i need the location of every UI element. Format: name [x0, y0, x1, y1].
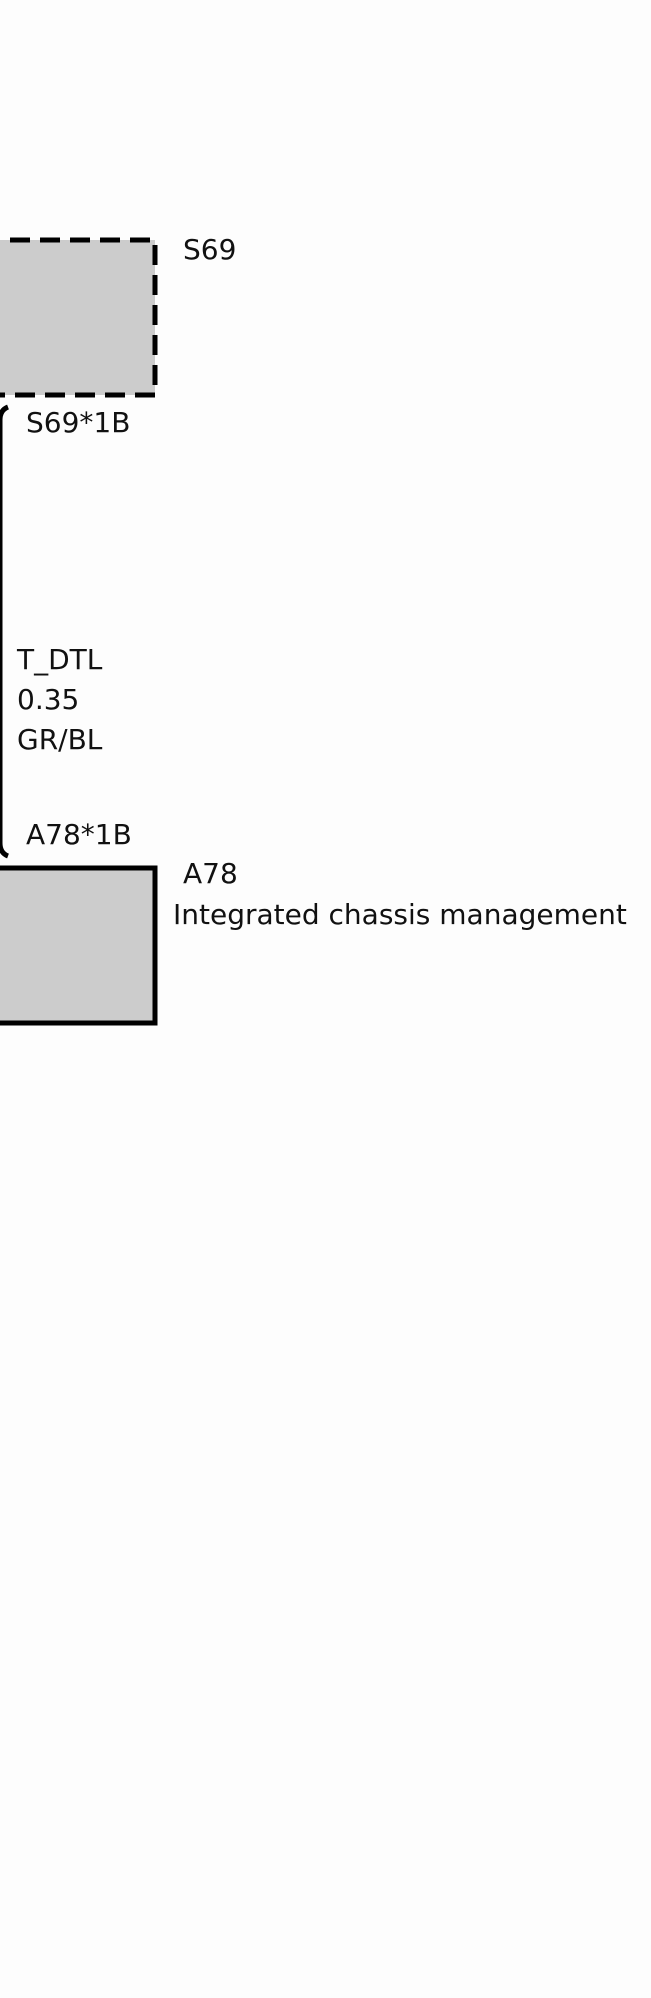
component-label-a78: A78: [183, 857, 238, 890]
connector-label-s69-1b: S69*1B: [26, 406, 130, 439]
component-description-a78: Integrated chassis management: [173, 898, 627, 931]
wire-color-label: GR/BL: [17, 723, 103, 756]
wire-signal-label: T_DTL: [16, 643, 103, 676]
wire-gauge-label: 0.35: [17, 683, 79, 716]
component-box-s69: [0, 237, 158, 398]
component-box-a78: [0, 865, 158, 1026]
connector-label-a78-1b: A78*1B: [26, 818, 132, 851]
component-label-s69: S69: [183, 233, 236, 266]
wire-line: [0, 404, 10, 859]
